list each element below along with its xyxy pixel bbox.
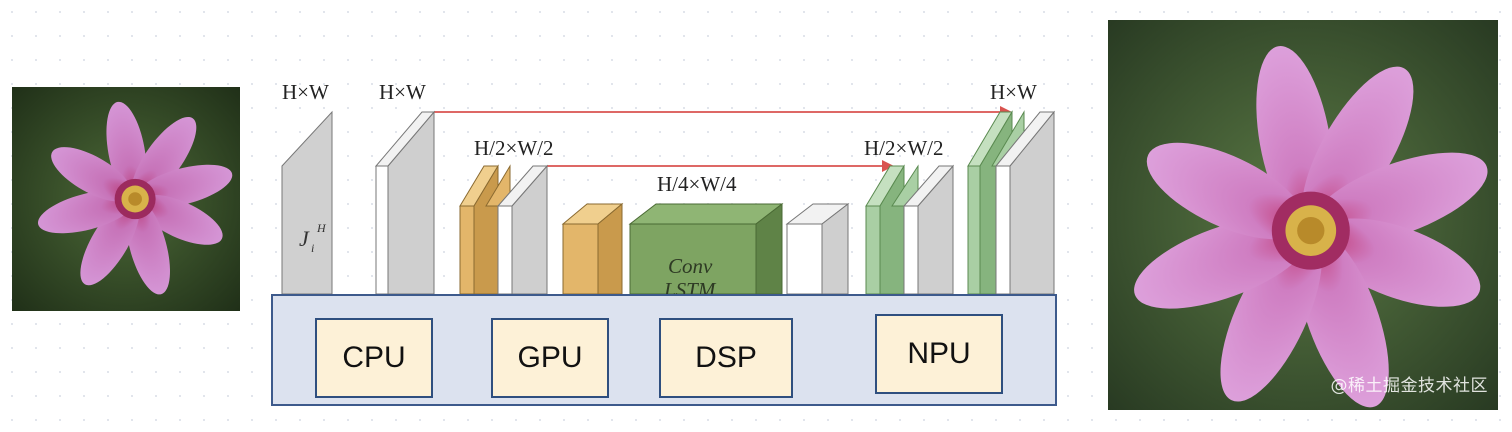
- encoder-half-gray-block: [496, 164, 549, 295]
- dsp-label: DSP: [695, 341, 757, 374]
- input-symbol-sub: i: [311, 241, 314, 255]
- convlstm-block: [628, 202, 784, 295]
- label-decoder-half: H/2×W/2: [864, 136, 944, 160]
- label-bottleneck: H/4×W/4: [657, 172, 737, 196]
- decoder-quarter-block: [785, 202, 850, 295]
- output-flower-image: @稀土掘金技术社区: [1108, 20, 1498, 410]
- npu-chip: NPU: [875, 314, 1003, 394]
- encoder-full-block: [374, 110, 436, 295]
- input-feature-slab: [281, 110, 333, 295]
- decoder-half-gray-block: [902, 164, 955, 295]
- cpu-label: CPU: [342, 341, 406, 374]
- decoder-full-gray-block: [994, 110, 1056, 295]
- label-decoder-full: H×W: [990, 80, 1037, 104]
- label-encoder-full: H×W: [379, 80, 426, 104]
- hardware-panel: CPU GPU DSP NPU: [271, 294, 1057, 406]
- gpu-label: GPU: [517, 341, 583, 374]
- convlstm-label-line1: Conv: [668, 254, 713, 278]
- input-symbol: J: [299, 226, 310, 251]
- dsp-chip: DSP: [659, 318, 793, 398]
- npu-label: NPU: [907, 337, 971, 370]
- encoder-quarter-orange-block: [561, 202, 624, 295]
- watermark-text: @稀土掘金技术社区: [1330, 376, 1488, 396]
- label-input-size: H×W: [282, 80, 329, 104]
- label-encoder-half: H/2×W/2: [474, 136, 554, 160]
- input-flower-image: [12, 87, 240, 311]
- input-symbol-sup: H: [316, 221, 327, 235]
- cpu-chip: CPU: [315, 318, 433, 398]
- skip-arrow-half-head: [882, 160, 894, 172]
- gpu-chip: GPU: [491, 318, 609, 398]
